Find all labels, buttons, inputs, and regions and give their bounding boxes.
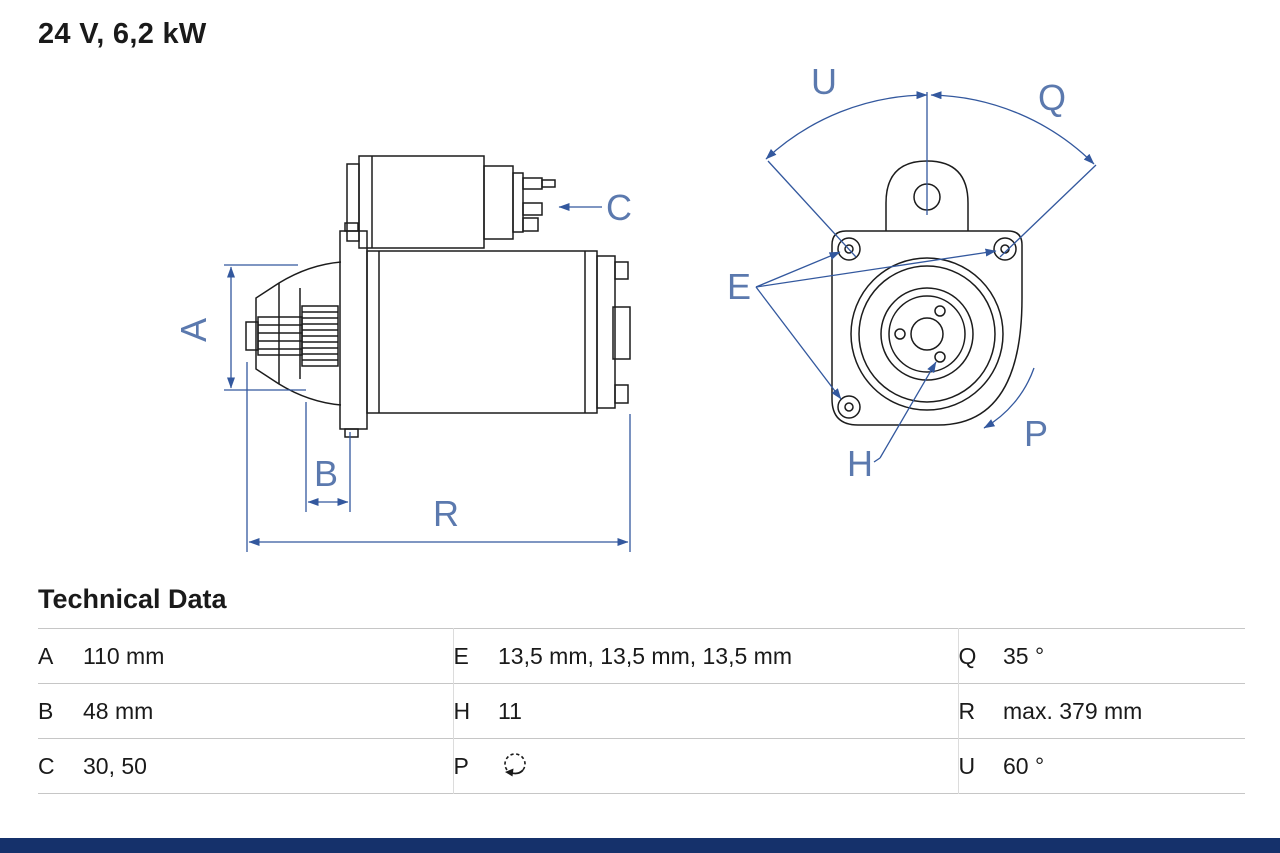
param-key-p: P (452, 738, 498, 794)
param-key-q: Q (957, 628, 1003, 684)
starter-motor-technical-drawing: A B C R U Q E H P (173, 61, 1097, 552)
table-row: A 110 mm E 13,5 mm, 13,5 mm, 13,5 mm Q 3… (38, 628, 1245, 684)
dim-label-b: B (314, 453, 338, 494)
dim-label-h: H (847, 443, 873, 484)
dim-label-q: Q (1038, 77, 1066, 118)
dim-label-p: P (1024, 413, 1048, 454)
param-value-e: 13,5 mm, 13,5 mm, 13,5 mm (498, 642, 792, 669)
dim-label-u: U (811, 61, 837, 102)
side-view-drawing (245, 155, 631, 438)
table-row: B 48 mm H 11 R max. 379 mm (38, 683, 1245, 739)
param-value-p (498, 739, 958, 794)
param-key-u: U (957, 738, 1003, 794)
param-key-h: H (452, 683, 498, 739)
param-value-r: max. 379 mm (1003, 697, 1143, 724)
table-row: C 30, 50 P U 60 ° (38, 738, 1245, 794)
param-value-c: 30, 50 (83, 752, 147, 779)
param-value-b: 48 mm (83, 697, 154, 724)
dim-label-a: A (173, 318, 214, 342)
technical-data-section: Technical Data A 110 mm E 13,5 mm, 13,5 … (38, 584, 1245, 794)
param-key-c: C (38, 752, 55, 779)
param-key-a: A (38, 642, 54, 669)
technical-data-heading: Technical Data (38, 584, 227, 614)
param-key-b: B (38, 697, 54, 724)
param-value-u: 60 ° (1003, 752, 1045, 779)
dimension-labels: A B C R U Q E H P (173, 61, 1066, 534)
dim-label-r: R (433, 493, 459, 534)
dim-label-c: C (606, 187, 632, 228)
dim-label-e: E (727, 266, 751, 307)
footer-brand-bar (0, 838, 1280, 853)
page-title: 24 V, 6,2 kW (38, 18, 207, 50)
param-value-a: 110 mm (83, 642, 165, 669)
technical-data-table: A 110 mm E 13,5 mm, 13,5 mm, 13,5 mm Q 3… (38, 628, 1245, 794)
rotation-direction-icon (498, 748, 532, 784)
front-view-drawing (831, 160, 1023, 426)
dimension-lines (224, 91, 1097, 552)
param-value-h: 11 (498, 697, 522, 724)
param-key-r: R (957, 683, 1003, 739)
param-key-e: E (452, 628, 498, 684)
param-value-q: 35 ° (1003, 642, 1045, 669)
